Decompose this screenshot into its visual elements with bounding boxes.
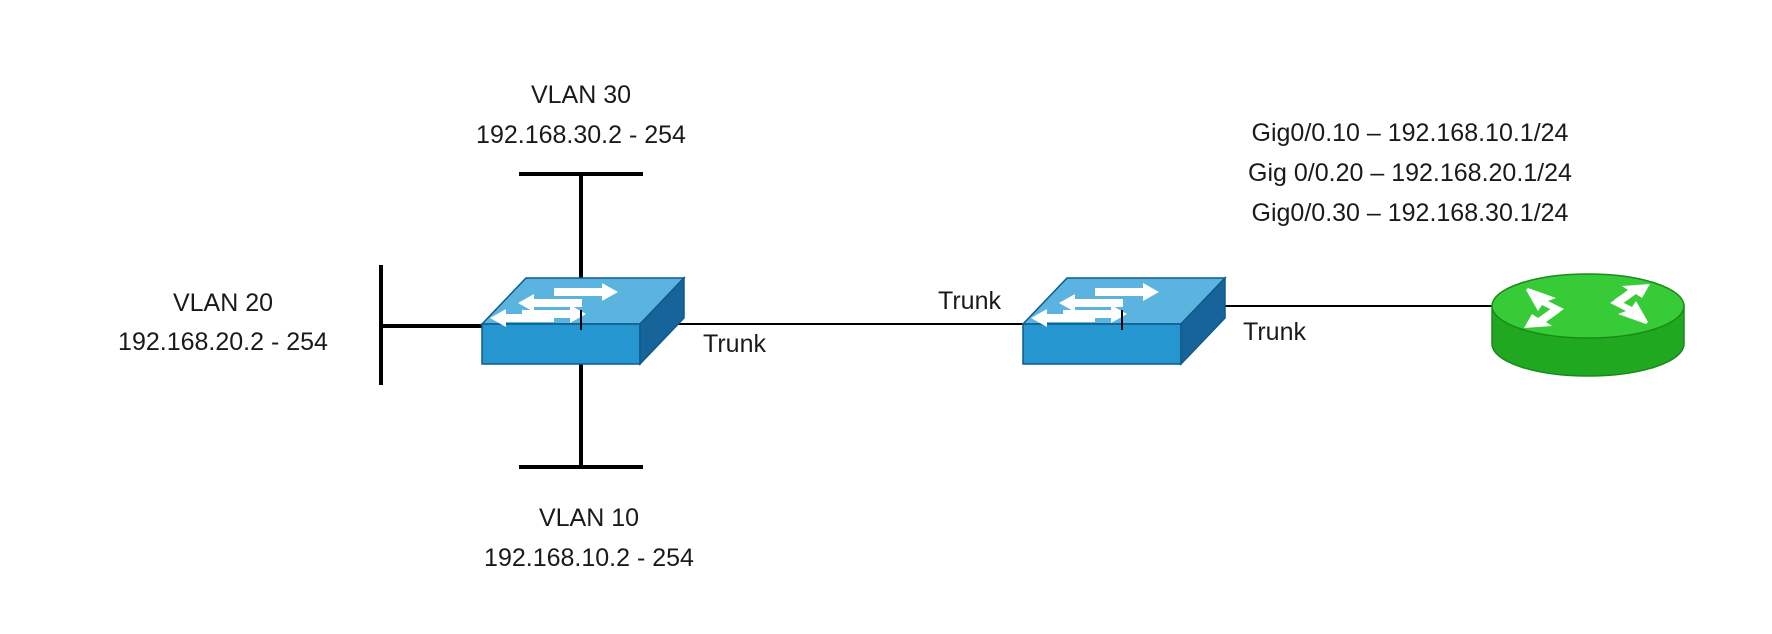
vlan20-name: VLAN 20 — [173, 289, 273, 317]
vlan30-name: VLAN 30 — [531, 81, 631, 109]
labels: VLAN 30 192.168.30.2 - 254 VLAN 20 192.1… — [118, 81, 1572, 572]
links — [379, 172, 1492, 469]
router-subinterface-20: Gig 0/0.20 – 192.168.20.1/24 — [1248, 159, 1572, 187]
router-subinterface-10: Gig0/0.10 – 192.168.10.1/24 — [1252, 119, 1569, 147]
vlan20-range: 192.168.20.2 - 254 — [118, 328, 328, 356]
vlan30-range: 192.168.30.2 - 254 — [476, 121, 686, 149]
trunk-label-switch2-right: Trunk — [1243, 318, 1306, 346]
vlan10-name: VLAN 10 — [539, 504, 639, 532]
switch-1-icon — [480, 276, 686, 366]
router-subinterface-30: Gig0/0.30 – 192.168.30.1/24 — [1252, 199, 1569, 227]
trunk-label-switch1: Trunk — [703, 330, 766, 358]
switch-2-icon — [1021, 276, 1227, 366]
trunk-label-switch2-left: Trunk — [938, 287, 1001, 315]
router-icon — [1491, 273, 1685, 377]
vlan10-range: 192.168.10.2 - 254 — [484, 544, 694, 572]
